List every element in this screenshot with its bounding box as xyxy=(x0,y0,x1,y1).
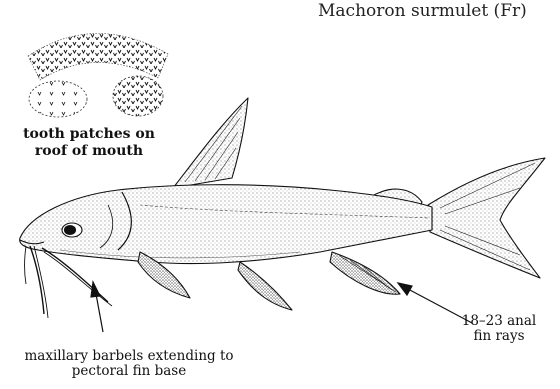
premaxillary-tooth-band xyxy=(28,33,168,80)
fish-body xyxy=(20,185,432,264)
tooth-patches-caption-line2: roof of mouth xyxy=(18,143,160,160)
anal-fin-rays-caption-line2: fin rays xyxy=(460,329,538,344)
maxillary-barbels-caption-line1: maxillary barbels extending to xyxy=(0,349,258,364)
anal-fin-rays-caption-line1: 18–23 anal xyxy=(460,314,538,329)
maxillary-barbels-caption-line2: pectoral fin base xyxy=(0,364,258,379)
dorsal-fin xyxy=(173,98,248,188)
caudal-fin xyxy=(428,158,545,278)
figure-title: Machoron surmulet (Fr) xyxy=(318,1,560,22)
barbel-arrow-line xyxy=(96,294,103,332)
pelvic-fin xyxy=(238,262,292,310)
left-palatine-tooth-patch xyxy=(29,81,87,117)
anal-fin-rays-caption: 18–23 anal fin rays xyxy=(460,314,538,344)
right-palatine-tooth-patch xyxy=(113,76,163,116)
barbel-arrowhead xyxy=(91,282,100,297)
tooth-patches-caption: tooth patches on roof of mouth xyxy=(18,126,160,160)
anal-fin-arrowhead xyxy=(398,283,412,295)
tooth-patches-group xyxy=(28,33,168,117)
maxillary-barbels-caption: maxillary barbels extending to pectoral … xyxy=(0,349,258,379)
tooth-patches-caption-line1: tooth patches on xyxy=(18,126,160,143)
